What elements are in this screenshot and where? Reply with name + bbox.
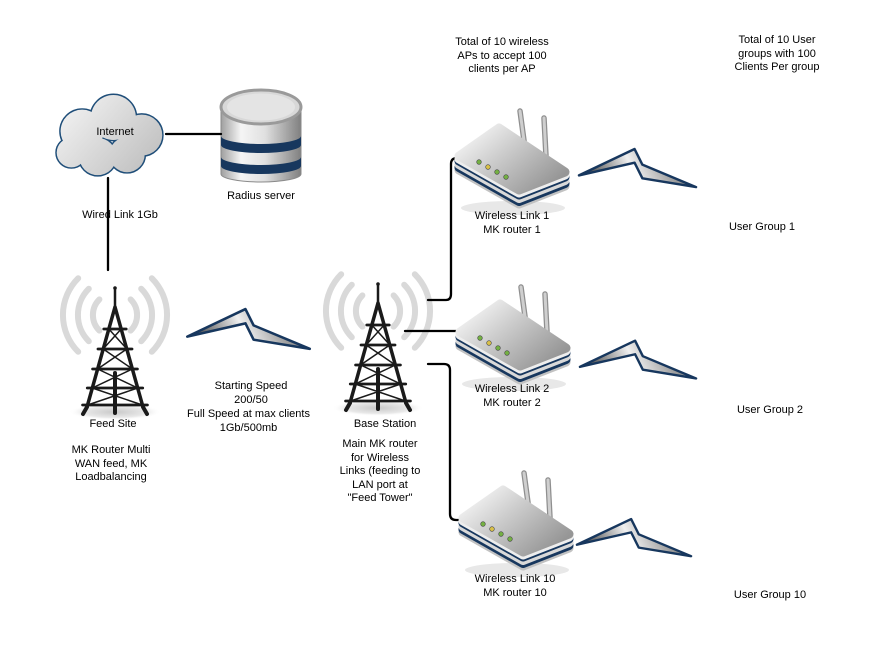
internet-label: Internet (96, 126, 134, 138)
base-station-tower-icon (313, 269, 443, 419)
wireless-zigzag-icon-1 (577, 147, 698, 194)
full-speed-label: Full Speed at max clients 1Gb/500mb (187, 408, 310, 434)
router-icon-10 (457, 468, 582, 580)
radius-server-database-icon (218, 88, 304, 186)
user-group-2-label: User Group 2 (736, 404, 804, 416)
user-group-icon-10 (707, 470, 835, 588)
wireless-link-10-label: Wireless Link 10 MK router 10 (474, 573, 556, 599)
router-icon-1 (453, 106, 578, 218)
wireless-link-1-label: Wireless Link 1 MK router 1 (474, 210, 550, 236)
feed-site-description: MK Router Multi WAN feed, MK Loadbalanci… (71, 444, 151, 483)
wireless-zigzag-icon-10 (575, 517, 693, 563)
user-group-icon-1 (703, 102, 831, 220)
note-user-groups: Total of 10 User groups with 100 Clients… (734, 34, 820, 73)
wireless-link-2-label: Wireless Link 2 MK router 2 (474, 383, 550, 409)
feed-site-tower-icon (50, 273, 180, 423)
feed-site-name: Feed Site (89, 418, 137, 430)
radius-server-label: Radius server (227, 190, 295, 202)
user-group-1-label: User Group 1 (728, 221, 796, 233)
wireless-zigzag-icon-2 (578, 338, 698, 386)
base-station-name: Base Station (353, 418, 417, 430)
wired-link-label: Wired Link 1Gb (82, 209, 158, 221)
user-group-10-label: User Group 10 (733, 589, 807, 601)
user-group-icon-2 (705, 287, 833, 405)
note-wireless-aps: Total of 10 wireless APs to accept 100 c… (455, 36, 549, 75)
router-icon-2 (454, 282, 579, 394)
starting-speed-label: Starting Speed 200/50 (214, 380, 288, 406)
wireless-zigzag-icon-feed (185, 307, 312, 356)
base-station-description: Main MK router for Wireless Links (feedi… (339, 438, 421, 504)
